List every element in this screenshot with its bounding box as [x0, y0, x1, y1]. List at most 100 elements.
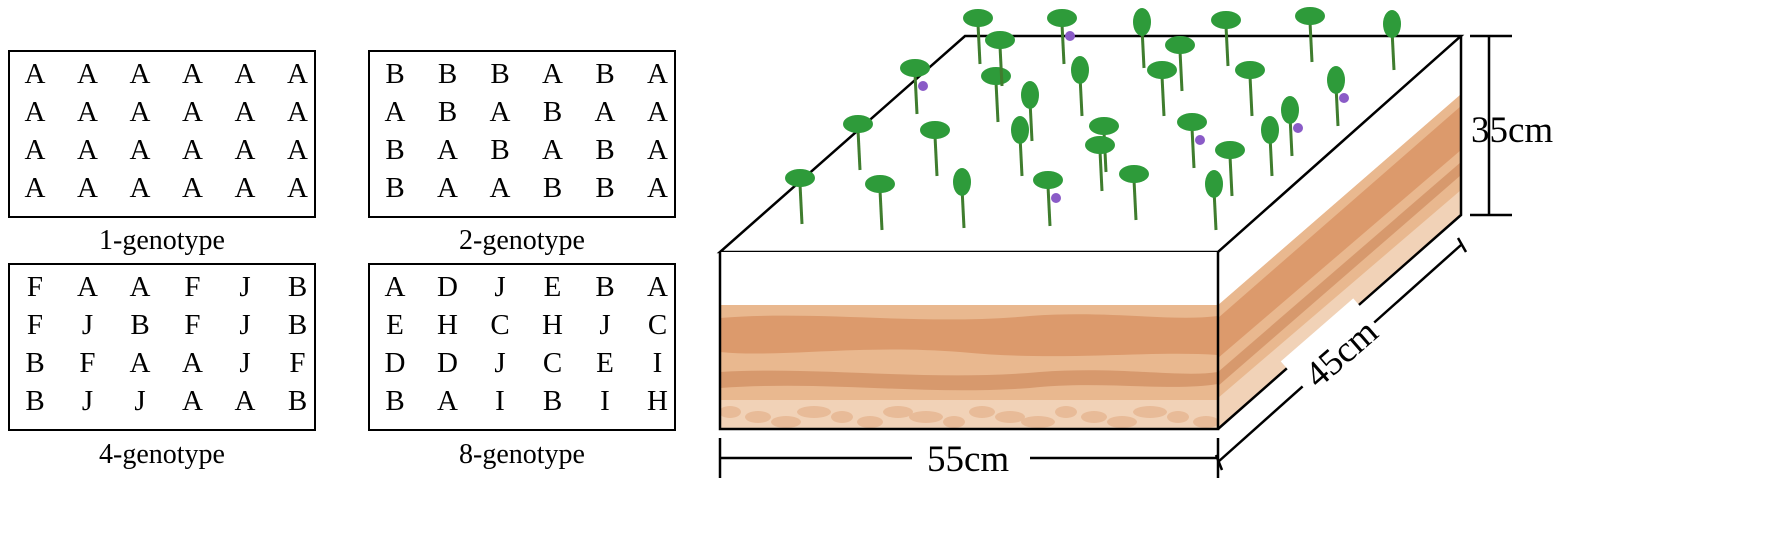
plant: [1119, 165, 1149, 221]
soil-pebble: [1193, 416, 1218, 428]
plant: [1177, 113, 1207, 169]
genotype-cell: B: [130, 309, 150, 341]
soil-pebble: [1133, 406, 1167, 418]
width-label: 55cm: [927, 439, 1009, 480]
plant: [1261, 116, 1279, 177]
plant: [1011, 116, 1029, 177]
genotype-cell: A: [647, 58, 668, 90]
plant: [1133, 8, 1151, 69]
genotype-cell: H: [437, 309, 458, 341]
height-dimension: [1470, 34, 1512, 217]
genotype-cell: B: [542, 172, 563, 204]
side-soil-layers: [1218, 94, 1461, 429]
genotype-cell: B: [385, 385, 405, 417]
genotype-cell: B: [595, 134, 615, 166]
plant: [1165, 36, 1195, 92]
soil-pebble: [771, 416, 801, 428]
plant: [1205, 170, 1223, 231]
genotype-cell: B: [287, 271, 308, 303]
genotype-cell: A: [647, 96, 668, 128]
plant: [1235, 61, 1265, 117]
genotype-cell: F: [26, 309, 44, 341]
plant: [953, 168, 971, 229]
genotype-cell: D: [384, 347, 406, 379]
soil-pebble: [857, 416, 883, 428]
plant: [1383, 10, 1401, 71]
genotype-cell: D: [437, 347, 458, 379]
genotype-cell: D: [437, 271, 458, 303]
plant: [920, 121, 950, 177]
box-side-upper: [1218, 36, 1461, 305]
plant: [1281, 96, 1303, 157]
front-soil-layers: [720, 305, 1218, 429]
genotype-cell: B: [385, 134, 405, 166]
genotype-cell: J: [81, 385, 94, 417]
genotype-cell: B: [595, 271, 615, 303]
genotype-cell: A: [234, 385, 256, 417]
genotype-cell: J: [599, 309, 611, 341]
soil-pebble: [969, 406, 995, 418]
genotype-cell: A: [129, 172, 151, 204]
genotype-cell: J: [239, 271, 251, 303]
genotype-cell: E: [386, 309, 404, 341]
genotype-cell: A: [24, 96, 46, 128]
genotype-cell: A: [129, 58, 151, 90]
genotype-cell: E: [543, 271, 562, 303]
box-front-upper: [720, 252, 1218, 305]
genotype-cell: H: [647, 385, 668, 417]
genotype-cell: I: [495, 385, 505, 417]
plant: [1147, 61, 1177, 117]
plant: [1215, 141, 1245, 197]
soil-pebble: [720, 406, 741, 418]
genotype-cell: A: [594, 96, 616, 128]
genotype-cell: C: [490, 309, 510, 341]
plant-cover: [785, 7, 1401, 231]
caption-8-genotype: 8-genotype: [459, 439, 585, 470]
genotype-cell: A: [647, 172, 668, 204]
genotype-cell: A: [287, 134, 308, 166]
genotype-cell: H: [542, 309, 563, 341]
genotype-cell: A: [437, 134, 458, 166]
plant: [981, 67, 1011, 123]
genotype-cell: A: [77, 96, 98, 128]
genotype-cell: A: [287, 172, 308, 204]
genotype-cell: A: [129, 134, 151, 166]
genotype-cell: A: [182, 58, 203, 90]
plant: [985, 31, 1015, 87]
genotype-cell: J: [239, 347, 251, 379]
genotype-cell: A: [77, 271, 98, 303]
genotype-cell: B: [385, 172, 405, 204]
genotype-cell: A: [647, 134, 668, 166]
soil-pebble: [1055, 406, 1077, 418]
plant: [1021, 81, 1039, 142]
genotype-cell: B: [25, 385, 45, 417]
plant: [1327, 66, 1349, 127]
genotype-cell: C: [647, 309, 668, 341]
genotype-cell: A: [234, 96, 256, 128]
plant: [843, 115, 873, 171]
genotype-cell: A: [287, 58, 308, 90]
plant: [963, 9, 993, 65]
genotype-cell: B: [595, 58, 615, 90]
soil-pebble: [1167, 411, 1189, 423]
genotype-cell: A: [129, 347, 151, 379]
genotype-cell: A: [77, 172, 98, 204]
genotype-cell: A: [542, 134, 563, 166]
genotype-cell: F: [79, 347, 96, 379]
width-dimension: [718, 438, 1220, 478]
genotype-cell: A: [234, 172, 256, 204]
soil-pebble: [831, 411, 853, 423]
genotype-cell: F: [184, 309, 201, 341]
soil-pebble: [943, 416, 965, 428]
caption-2-genotype: 2-genotype: [459, 225, 585, 256]
soil-pebble: [1107, 416, 1137, 428]
genotype-cell: B: [595, 172, 615, 204]
genotype-cell: J: [239, 309, 251, 341]
genotype-cell: A: [24, 172, 46, 204]
